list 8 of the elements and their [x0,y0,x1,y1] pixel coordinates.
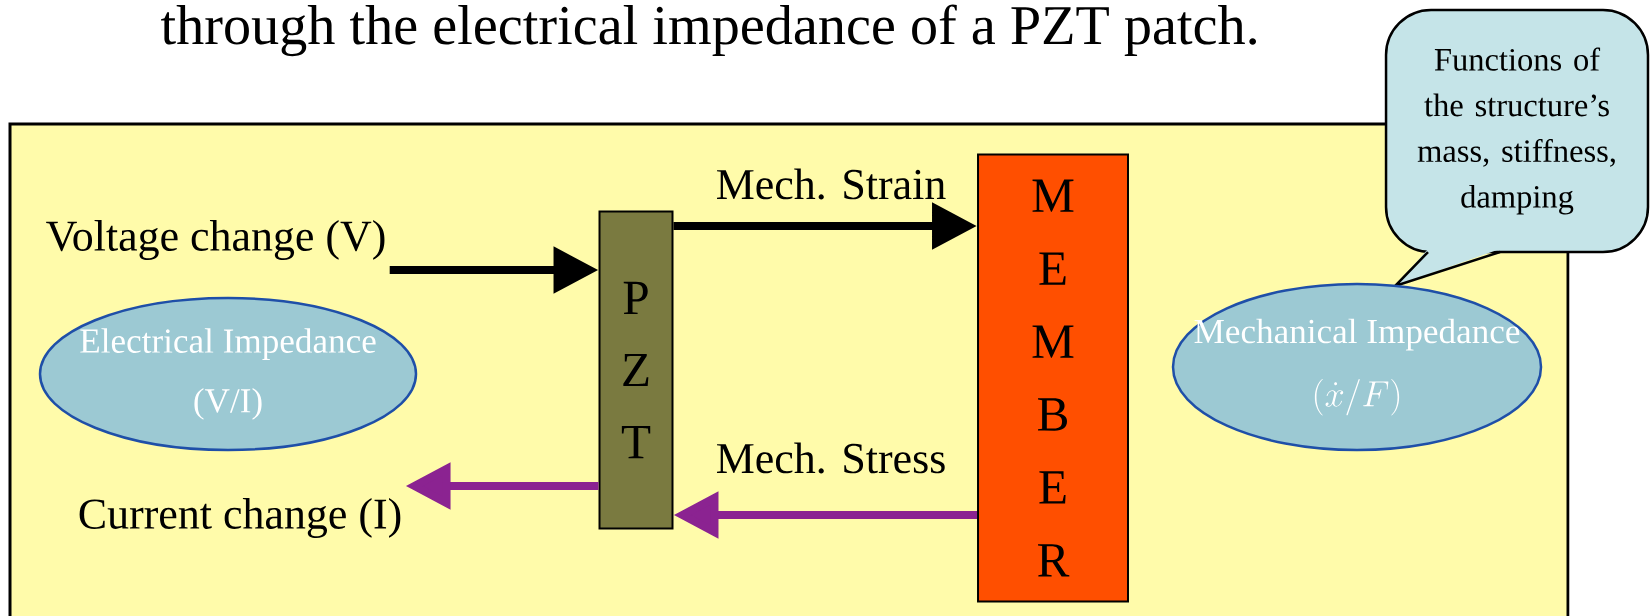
callout-bubble: Functions of the structure’s mass, stiffness, damping [1384,8,1650,289]
signal-label: Current change (I) [79,498,401,538]
signal-label: Voltage change (V) [46,220,385,260]
member-box: M E M B E R [977,153,1129,603]
edge-label: Mech. Strain [713,166,949,202]
title: through the electrical impedance of a PZT patch. [161,4,1256,57]
pzt-patch-box: P Z T [598,210,674,530]
edge-label: Mech. Stress [713,440,949,476]
